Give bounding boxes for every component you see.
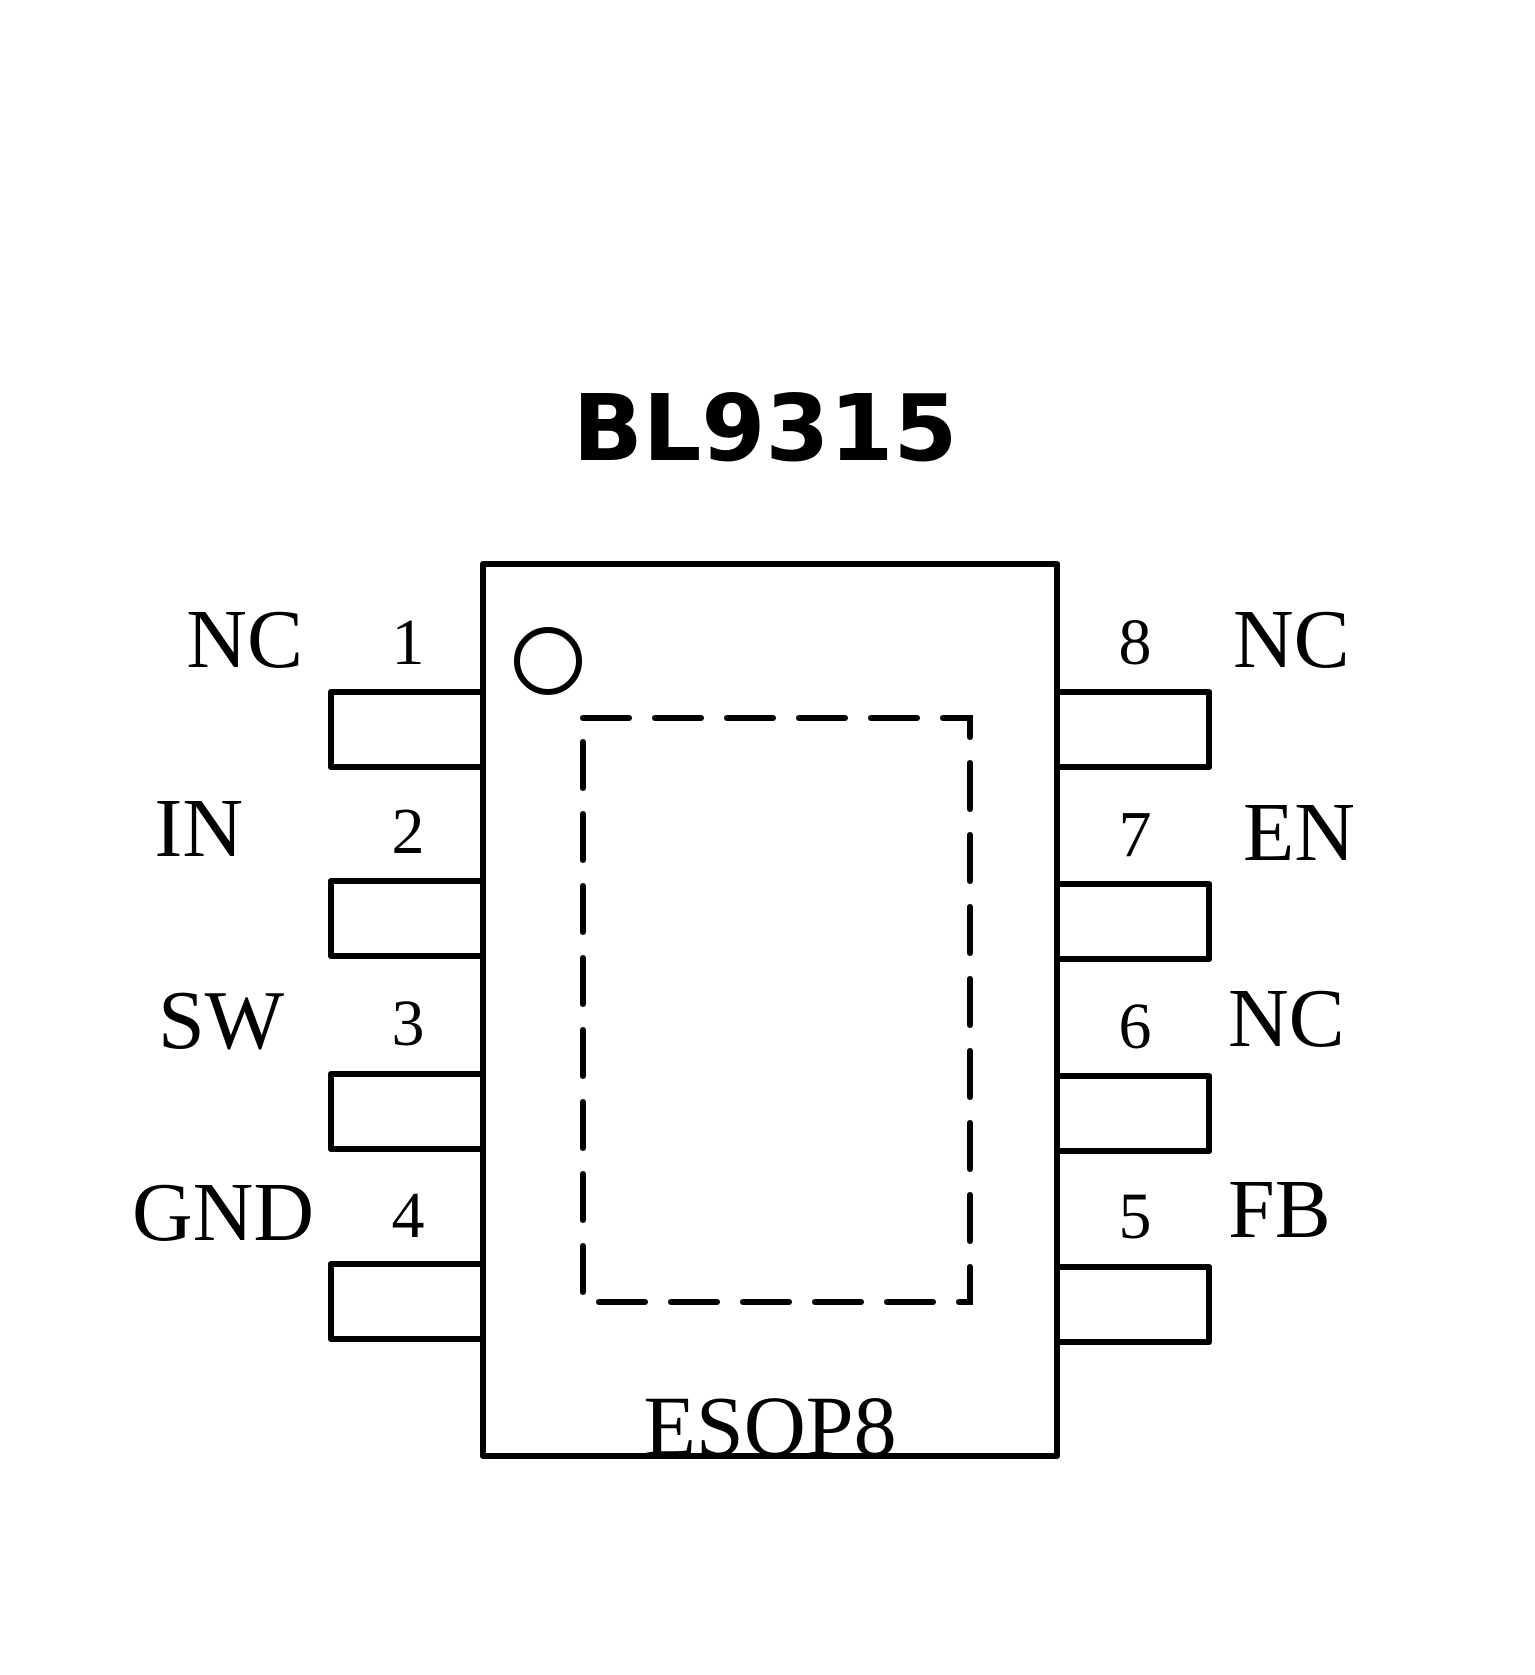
pin-8-lead: [1054, 689, 1212, 770]
pin-8-number: 8: [1119, 606, 1152, 679]
left-labels: NC 1 IN 2 SW 3 GND 4: [132, 593, 425, 1259]
chip-title: BL9315: [573, 375, 958, 482]
pin-3-name: SW: [158, 974, 285, 1067]
pin-7-lead: [1054, 881, 1212, 962]
pin-4-lead: [328, 1261, 486, 1342]
pin-2-number: 2: [392, 795, 425, 868]
pin1-marker-icon: [514, 627, 582, 695]
right-labels: 8 NC 7 EN 6 NC 5 FB: [1119, 593, 1355, 1256]
pin-4-name: GND: [132, 1166, 314, 1259]
pin-8-name: NC: [1233, 593, 1350, 686]
pin-6-number: 6: [1119, 990, 1152, 1063]
pin-5-name: FB: [1228, 1163, 1331, 1256]
pin-3-number: 3: [392, 987, 425, 1060]
package-body: [480, 561, 1060, 1459]
left-pins: [328, 689, 486, 1342]
pin-7-number: 7: [1119, 798, 1152, 871]
right-pins: [1054, 689, 1212, 1345]
pin-5-lead: [1054, 1264, 1212, 1345]
pin-4-number: 4: [392, 1179, 425, 1252]
pin-1-number: 1: [392, 606, 425, 679]
pin-5-number: 5: [1119, 1180, 1152, 1253]
pin-7-name: EN: [1243, 786, 1355, 879]
pin-1-lead: [328, 689, 486, 770]
package-label: ESOP8: [643, 1378, 896, 1474]
pin-2-lead: [328, 878, 486, 959]
pin-2-name: IN: [154, 782, 243, 875]
exposed-pad-outline: [580, 715, 973, 1305]
pin-3-lead: [328, 1071, 486, 1152]
pin-6-name: NC: [1228, 972, 1345, 1065]
pin-1-name: NC: [186, 593, 303, 686]
pin-6-lead: [1054, 1073, 1212, 1154]
